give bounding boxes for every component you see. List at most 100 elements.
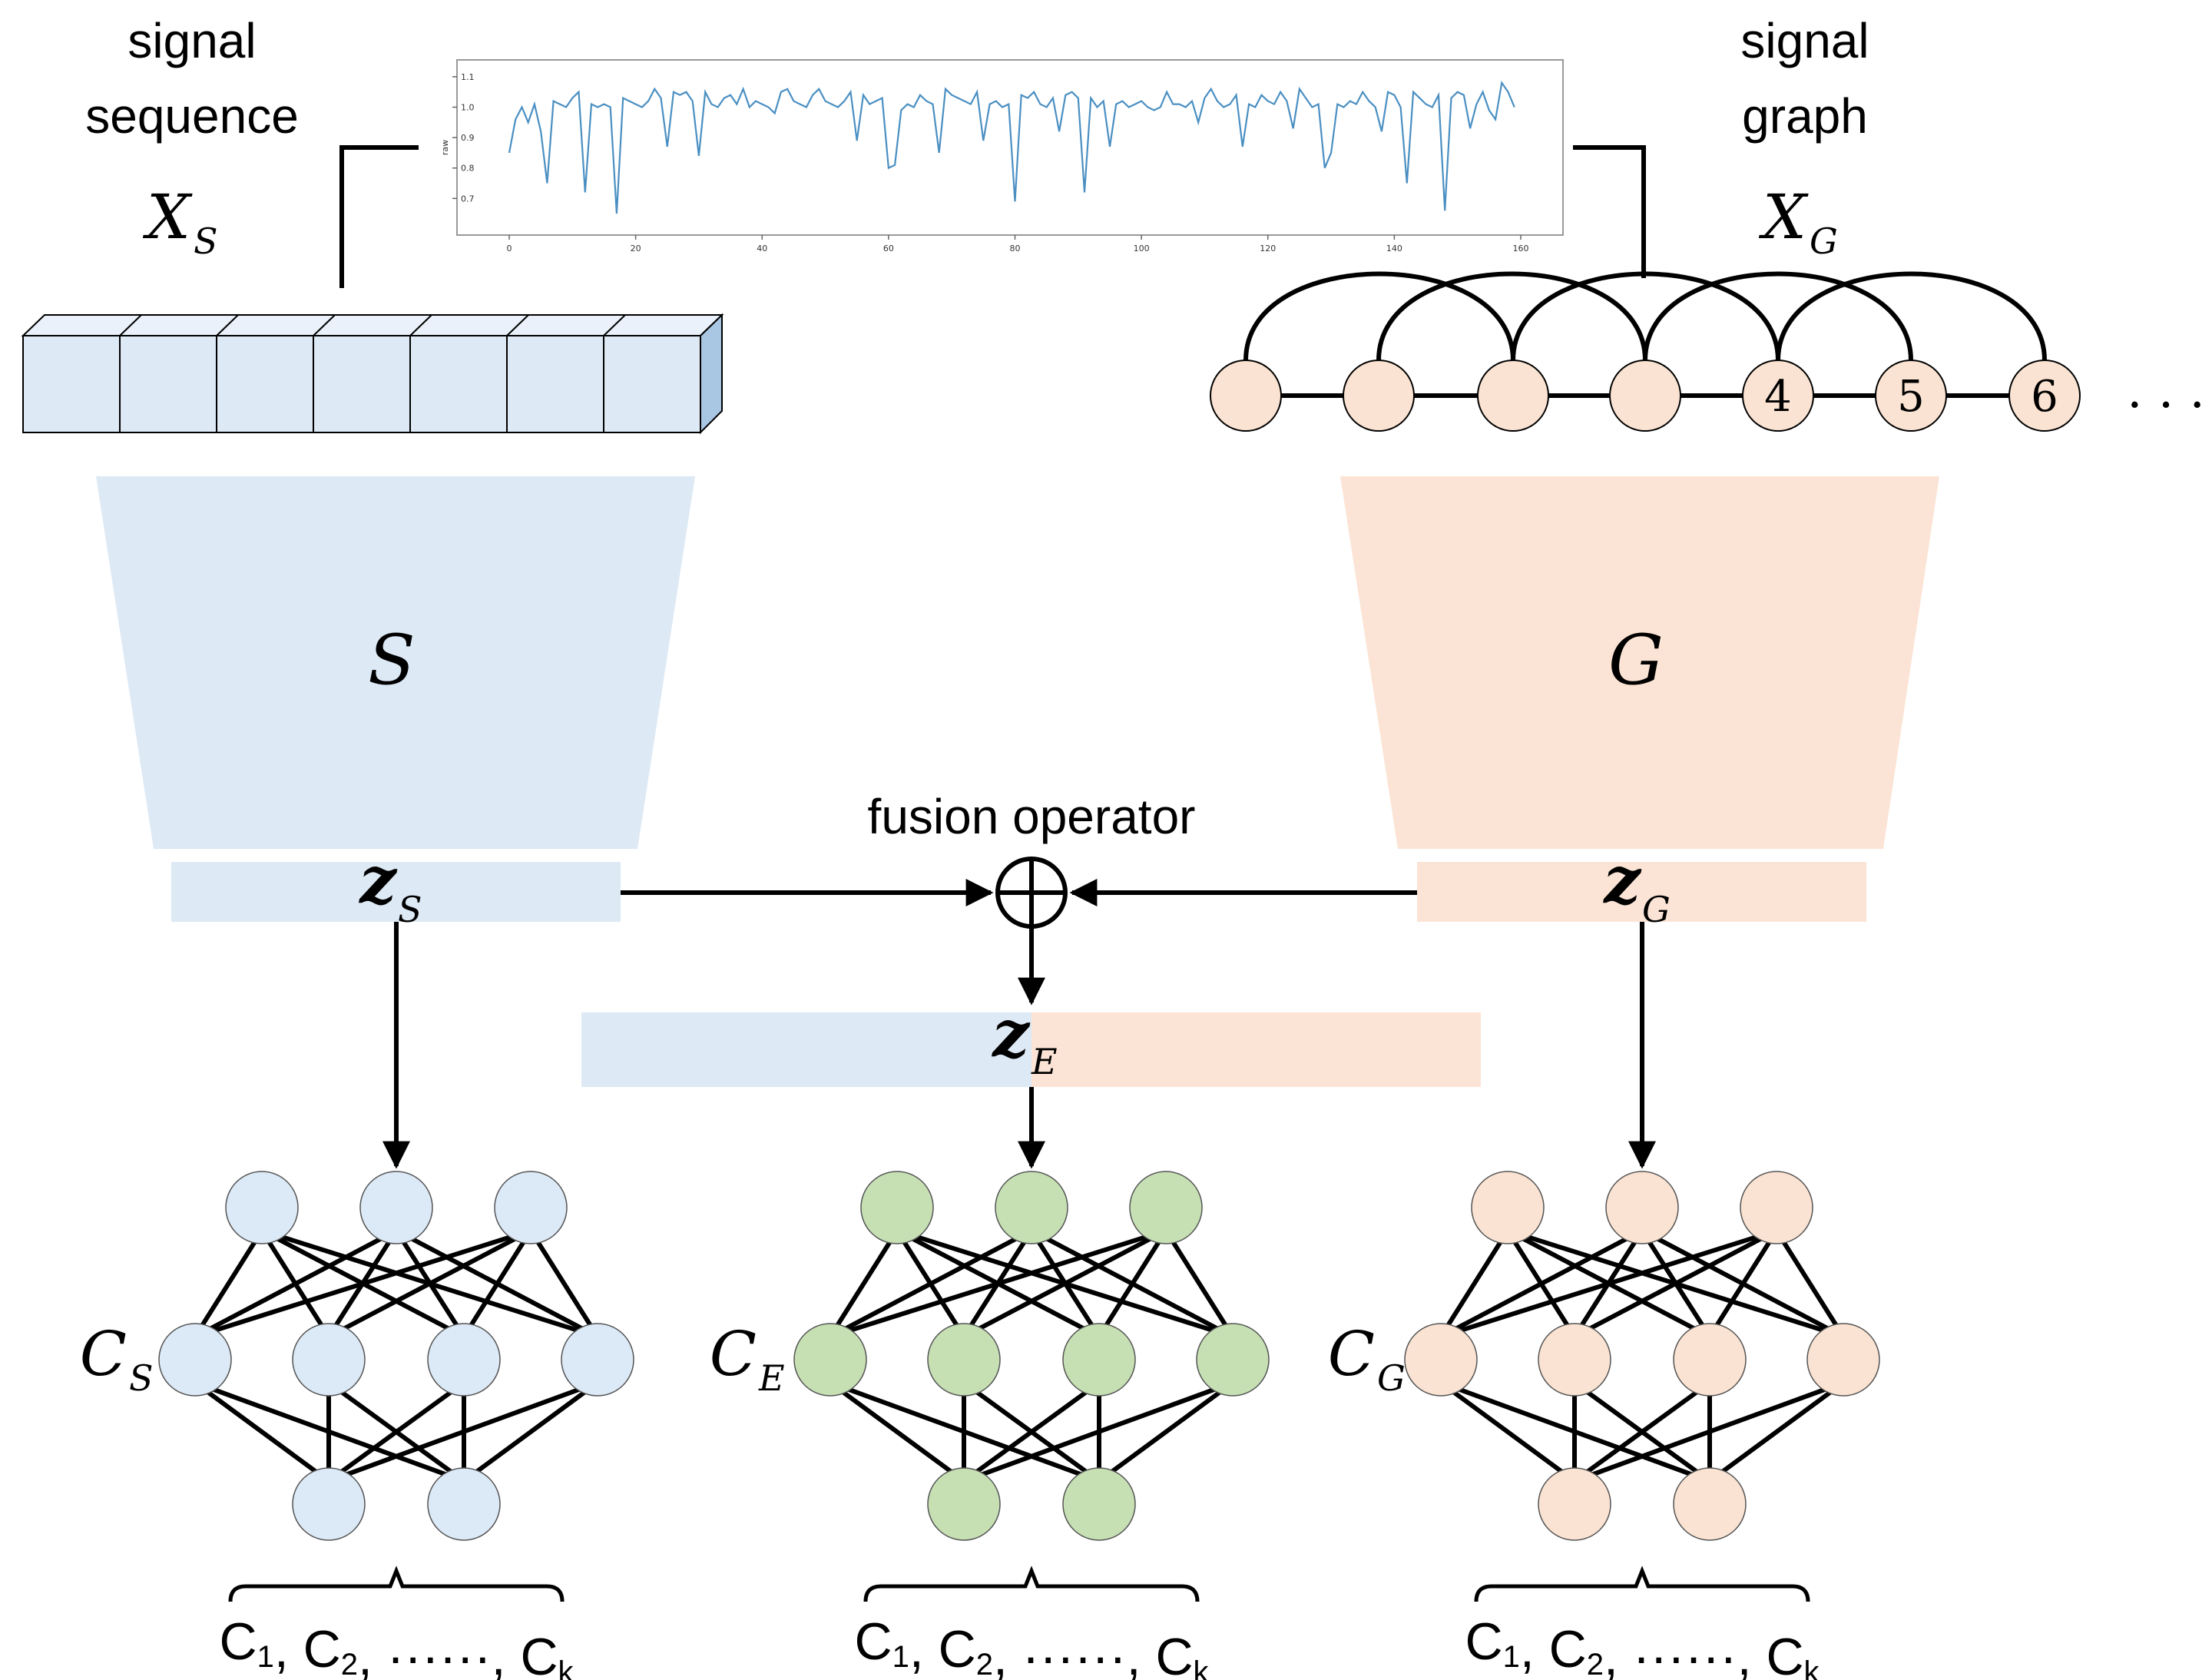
signal-sequence-label-line1: signal xyxy=(127,13,256,68)
graph-node xyxy=(1343,360,1415,432)
graph-skip-edge xyxy=(1376,271,1647,361)
network-edge xyxy=(1774,1229,1846,1338)
classifier-cs-symbol: C xyxy=(80,1318,127,1390)
graph-node-label: 5 xyxy=(1897,372,1925,422)
plot-frame xyxy=(456,59,1564,236)
network-node xyxy=(427,1323,501,1397)
signal-sequence-label-line2: sequence xyxy=(85,88,299,144)
graph-node xyxy=(1210,360,1282,432)
input-xg-sub: G xyxy=(1810,220,1838,262)
plot-y-tick-label: 0.9 xyxy=(461,133,475,143)
encoder-g xyxy=(1340,476,1939,849)
input-xs-symbol: X xyxy=(142,181,193,253)
output-class-text: , xyxy=(1520,1620,1549,1678)
plot-x-tick-label: 0 xyxy=(507,244,512,253)
plot-x-tick-label: 120 xyxy=(1260,244,1276,253)
sequence-cell-edge xyxy=(119,314,142,336)
network-node xyxy=(927,1467,1001,1541)
output-class-subscript: k xyxy=(1194,1655,1210,1680)
network-node xyxy=(1404,1323,1478,1397)
graph-node xyxy=(1609,360,1681,432)
output-class-list: C1, C2, ······, Ck xyxy=(1465,1612,1820,1680)
latent-zg-sub: G xyxy=(1642,889,1671,930)
signal-sequence-boxes xyxy=(21,313,724,435)
graph-node xyxy=(1477,360,1549,432)
latent-zs-bar xyxy=(171,862,621,922)
sequence-cell-edge xyxy=(506,314,529,336)
output-class-text: , xyxy=(1737,1628,1767,1680)
signal-graph: 4 5 6 xyxy=(1210,271,2081,432)
output-brace xyxy=(228,1566,565,1602)
output-class-text: , xyxy=(492,1628,521,1680)
graph-node-label: 4 xyxy=(1764,372,1792,422)
input-xg-symbol: X xyxy=(1758,181,1809,253)
signal-graph-label-line2: graph xyxy=(1742,88,1868,144)
plot-y-tick-label: 1.0 xyxy=(461,103,475,113)
network-node xyxy=(1538,1323,1611,1397)
output-class-list: C1, C2, ······, Ck xyxy=(854,1612,1209,1680)
latent-ze-bar-blue xyxy=(581,1012,1031,1087)
output-class-text: C xyxy=(520,1628,558,1680)
network-edge xyxy=(962,1380,1234,1483)
network-node xyxy=(1806,1323,1880,1397)
network-node xyxy=(860,1171,934,1244)
network-node xyxy=(793,1323,867,1397)
network-edge xyxy=(462,1229,533,1338)
classifier-cs-sub: S xyxy=(129,1357,154,1399)
output-class-subscript: 2 xyxy=(341,1648,358,1680)
plot-x-tick-label: 40 xyxy=(757,244,767,253)
output-class-text: , xyxy=(993,1628,1022,1680)
latent-ze-bar-peach xyxy=(1031,1012,1481,1087)
encoder-s xyxy=(96,476,695,849)
sequence-cell-edge xyxy=(216,314,239,336)
graph-node-label: 6 xyxy=(2031,372,2058,422)
network-node xyxy=(561,1323,634,1397)
network-edge xyxy=(1440,1228,1777,1339)
network-edge xyxy=(1707,1229,1779,1338)
network-edge xyxy=(327,1228,532,1339)
output-class-text: ······ xyxy=(1022,1628,1127,1680)
network-edge xyxy=(1439,1229,1510,1338)
network-node xyxy=(1062,1467,1136,1541)
network-node xyxy=(1471,1171,1545,1244)
network-edge xyxy=(1439,1380,1576,1483)
output-class-subscript: k xyxy=(1804,1655,1820,1680)
output-brace xyxy=(1474,1566,1810,1602)
network-edge xyxy=(829,1228,1033,1339)
network-edge xyxy=(1439,1228,1644,1339)
network-edge xyxy=(829,1380,965,1483)
network-edge xyxy=(194,1380,330,1483)
sequence-cell-edge xyxy=(409,314,432,336)
network-edge xyxy=(528,1229,600,1338)
plot-x-tick-label: 20 xyxy=(631,244,641,253)
plot-to-graph-connector xyxy=(1573,145,1646,278)
graph-ellipsis: . . . xyxy=(2127,363,2205,419)
classifier-cg-network xyxy=(1404,1171,1880,1541)
signal-graph-label-line1: signal xyxy=(1740,13,1869,68)
graph-node xyxy=(2008,360,2081,432)
network-node xyxy=(1673,1323,1747,1397)
latent-zg-bar xyxy=(1417,862,1866,922)
network-edge xyxy=(193,1229,264,1338)
output-class-text: ······ xyxy=(1633,1628,1737,1680)
latent-zs-sub: S xyxy=(398,889,422,930)
classifier-cs-network xyxy=(158,1171,634,1541)
network-edge xyxy=(1708,1380,1845,1483)
classifier-ce-sub: E xyxy=(758,1357,785,1399)
network-edge xyxy=(962,1228,1167,1339)
latent-ze-sub: E xyxy=(1031,1041,1058,1082)
sequence-cell-edge xyxy=(313,314,336,336)
fusion-operator-icon xyxy=(995,857,1068,929)
network-edge xyxy=(1573,1380,1845,1483)
network-edge xyxy=(1573,1380,1711,1483)
network-node xyxy=(359,1171,433,1244)
graph-skip-edge xyxy=(1776,271,2047,361)
network-edge xyxy=(1164,1229,1235,1338)
graph-skip-edge xyxy=(1643,271,1913,361)
plot-x-tick-label: 160 xyxy=(1513,244,1529,253)
network-edge xyxy=(194,1228,531,1339)
network-node xyxy=(1062,1323,1136,1397)
